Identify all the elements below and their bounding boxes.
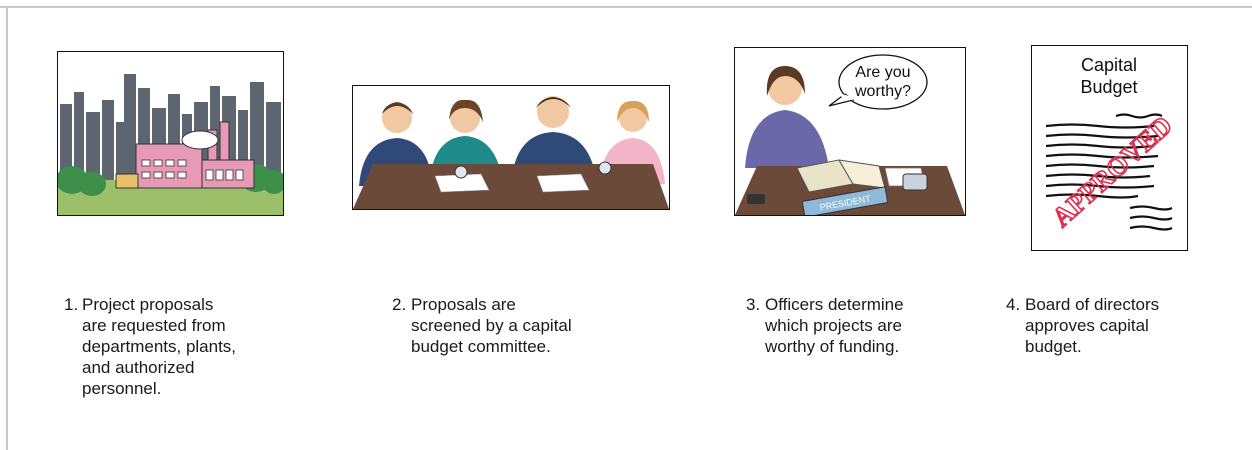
- speech-line-1: Are you: [855, 64, 910, 81]
- document-text-lines: [1045, 113, 1173, 231]
- step-4-caption: 4. Board of directors approves capital b…: [1006, 294, 1236, 357]
- approved-budget-document: Capital Budget APPROVED: [1031, 45, 1188, 251]
- step-4-line-3: budget.: [1025, 337, 1082, 356]
- step-1-number: 1.: [64, 295, 79, 314]
- step-2-caption: 2. Proposals are screened by a capital b…: [392, 294, 622, 357]
- frame-top-border: [0, 6, 1252, 8]
- committee-meeting-illustration: [352, 85, 670, 210]
- document-title-line-2: Budget: [1080, 77, 1137, 97]
- step-3-line-2: which projects are: [765, 316, 903, 335]
- step-1-line-1: Project proposals: [82, 295, 214, 314]
- step-1-line-5: personnel.: [82, 379, 162, 398]
- speech-line-2: worthy?: [854, 83, 911, 100]
- step-3-line-1: Officers determine: [765, 295, 904, 314]
- cityscape-illustration: [57, 51, 284, 216]
- factory: [115, 121, 255, 189]
- step-1-line-2: are requested from: [82, 316, 226, 335]
- step-4-number: 4.: [1006, 295, 1021, 314]
- step-1-line-4: and authorized: [82, 358, 195, 377]
- step-1-caption: 1. Project proposals are requested from …: [64, 294, 294, 399]
- step-2-line-2: screened by a capital: [411, 316, 572, 335]
- speech-bubble: Are you worthy?: [828, 54, 928, 110]
- document-title-line-1: Capital: [1081, 55, 1137, 75]
- step-4-line-1: Board of directors: [1025, 295, 1160, 314]
- approved-stamp: APPROVED: [1046, 110, 1178, 233]
- officer: [745, 66, 829, 168]
- step-2-line-1: Proposals are: [411, 295, 516, 314]
- step-4-line-2: approves capital: [1025, 316, 1149, 335]
- keypad-icon: [747, 194, 765, 204]
- step-2-number: 2.: [392, 295, 407, 314]
- phone-icon: [902, 173, 928, 191]
- step-3-caption: 3. Officers determine which projects are…: [746, 294, 966, 357]
- step-1-line-3: departments, plants,: [82, 337, 237, 356]
- open-book: [796, 159, 886, 193]
- officer-review-illustration: PRESIDENT Are you worthy?: [734, 47, 966, 216]
- meeting-table: [353, 164, 669, 209]
- step-3-number: 3.: [746, 295, 761, 314]
- frame-left-border: [6, 6, 8, 450]
- president-nameplate: PRESIDENT: [801, 186, 889, 215]
- step-3-line-3: worthy of funding.: [765, 337, 900, 356]
- step-2-line-3: budget committee.: [411, 337, 551, 356]
